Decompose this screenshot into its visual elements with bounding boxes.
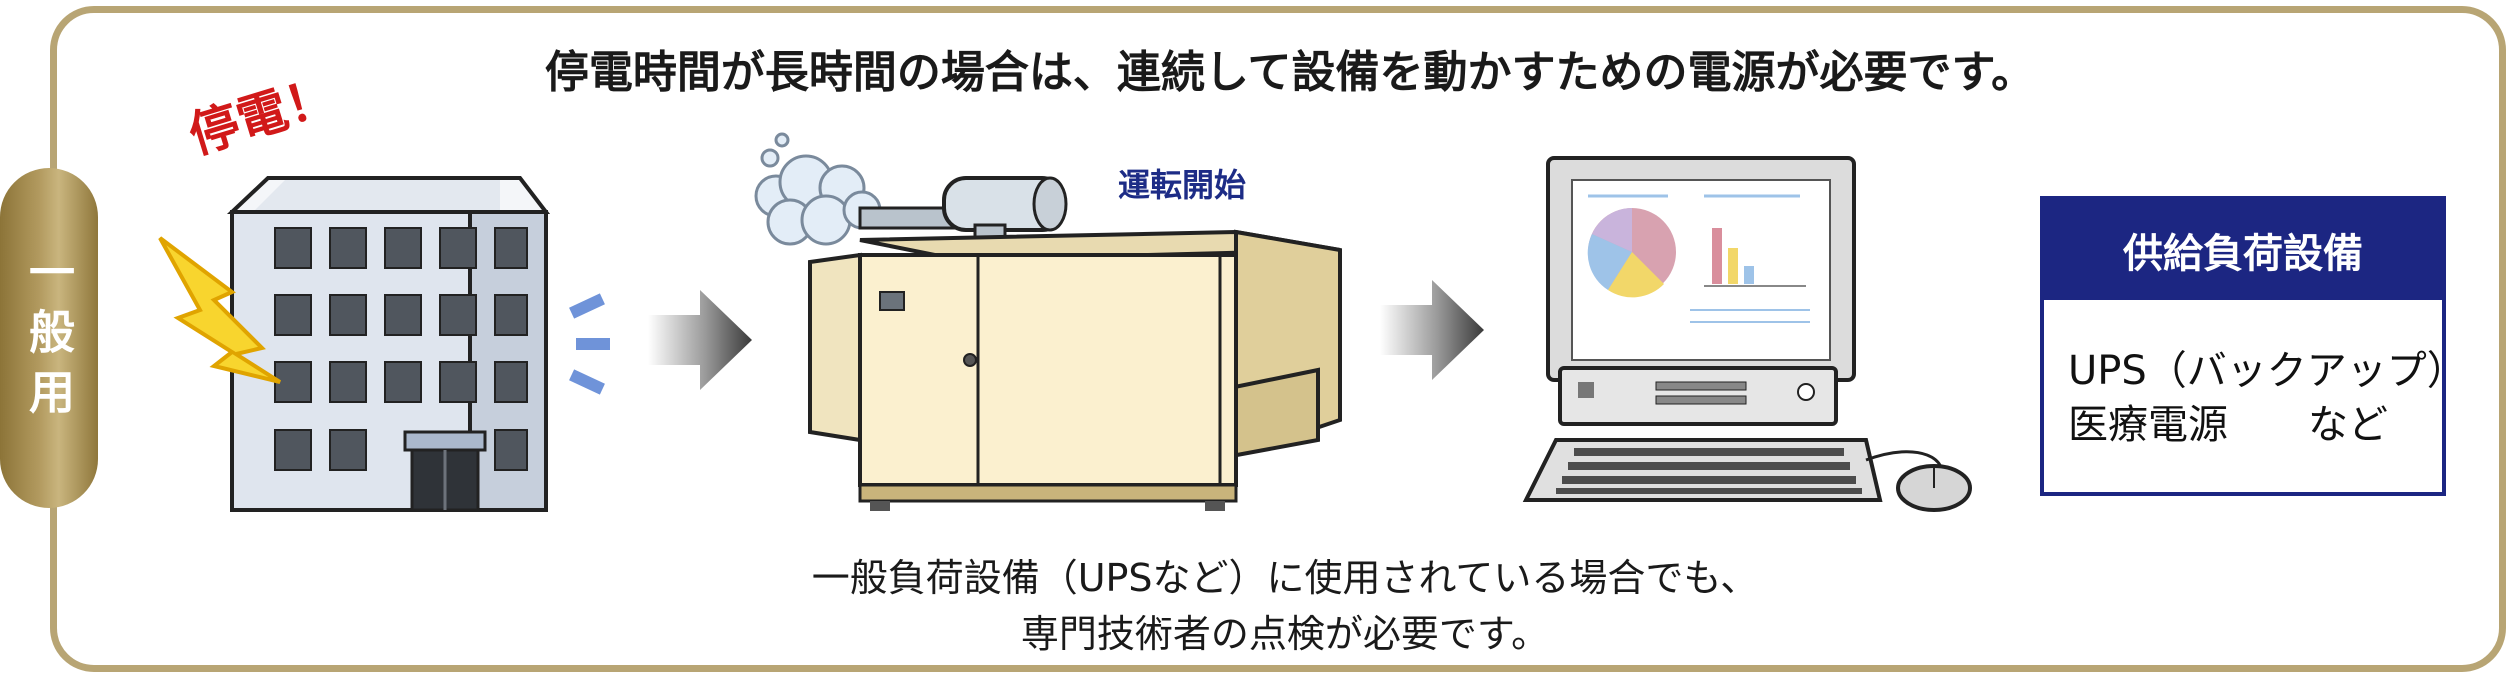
flow-arrow-1 bbox=[648, 290, 752, 390]
supply-load-body: UPS（バックアップ） 医療電源 など bbox=[2044, 300, 2442, 452]
footnote-line-2: 専門技術者の点検が必要です。 bbox=[700, 606, 1870, 662]
footnote-line-1: 一般負荷設備（UPSなど）に使用されている場合でも、 bbox=[700, 550, 1870, 606]
computer-icon bbox=[1526, 158, 1970, 510]
building-icon bbox=[232, 178, 546, 510]
flow-arrow-2 bbox=[1380, 280, 1484, 380]
supply-load-line-medical: 医療電源 など bbox=[2068, 398, 2442, 452]
generator-icon bbox=[756, 134, 1340, 511]
signal-icon bbox=[569, 293, 610, 394]
supply-load-header: 供給負荷設備 bbox=[2044, 200, 2442, 300]
supply-load-box: 供給負荷設備 UPS（バックアップ） 医療電源 など bbox=[2040, 196, 2446, 496]
operation-start-label: 運転開始 bbox=[1118, 160, 1246, 206]
supply-load-line-ups: UPS（バックアップ） bbox=[2068, 344, 2442, 398]
footnote: 一般負荷設備（UPSなど）に使用されている場合でも、 専門技術者の点検が必要です… bbox=[700, 550, 1870, 662]
